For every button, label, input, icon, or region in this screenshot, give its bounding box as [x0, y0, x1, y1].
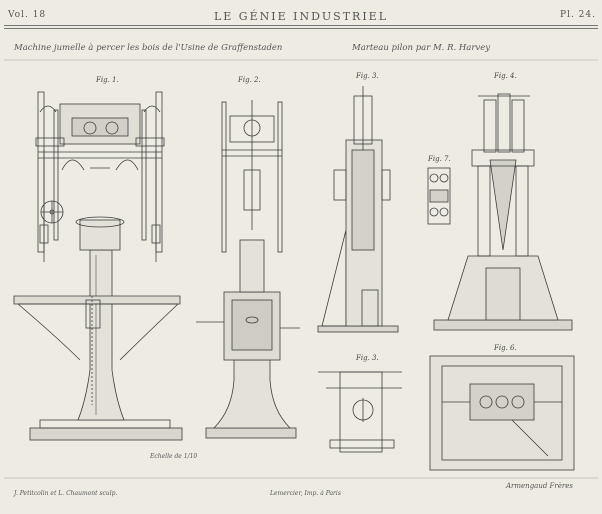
plate-number: Pl. 24.	[560, 10, 596, 20]
subtitle-steam-hammer: Marteau pilon par M. R. Harvey	[352, 43, 491, 53]
fig6-label: Fig. 6.	[494, 344, 517, 352]
fig2-label: Fig. 2.	[238, 76, 261, 84]
fig7-valve-detail	[427, 167, 451, 225]
fig3-lower-label: Fig. 3.	[356, 354, 379, 362]
fig4-hammer-front	[433, 93, 573, 331]
fig3-upper-label: Fig. 3.	[356, 72, 379, 80]
fig3-table-plan	[318, 371, 402, 453]
publisher-credit: Armengaud Frères	[506, 482, 573, 490]
fig1-label: Fig. 1.	[96, 76, 119, 84]
engravers-credit: J. Petitcolin et L. Chaumont sculp.	[14, 490, 118, 497]
fig7-label: Fig. 7.	[428, 155, 451, 163]
header-rule-bottom	[4, 28, 598, 29]
fig5-hammer-side	[317, 86, 399, 333]
fig6-hammer-plan	[429, 355, 575, 471]
subtitle-drilling-machine: Machine jumelle à percer les bois de l'U…	[14, 43, 283, 53]
scale-note: Echelle de 1/10	[150, 453, 198, 460]
fig1-drilling-machine-front	[13, 91, 183, 441]
header-rule-top	[4, 25, 598, 26]
plate-title: LE GÉNIE INDUSTRIEL	[213, 10, 389, 23]
fig4-label: Fig. 4.	[494, 72, 517, 80]
printer-credit: Lemercier, Imp. à Paris	[270, 490, 341, 497]
volume-label: Vol. 18	[8, 10, 47, 20]
fig2-drilling-machine-side	[196, 100, 300, 439]
